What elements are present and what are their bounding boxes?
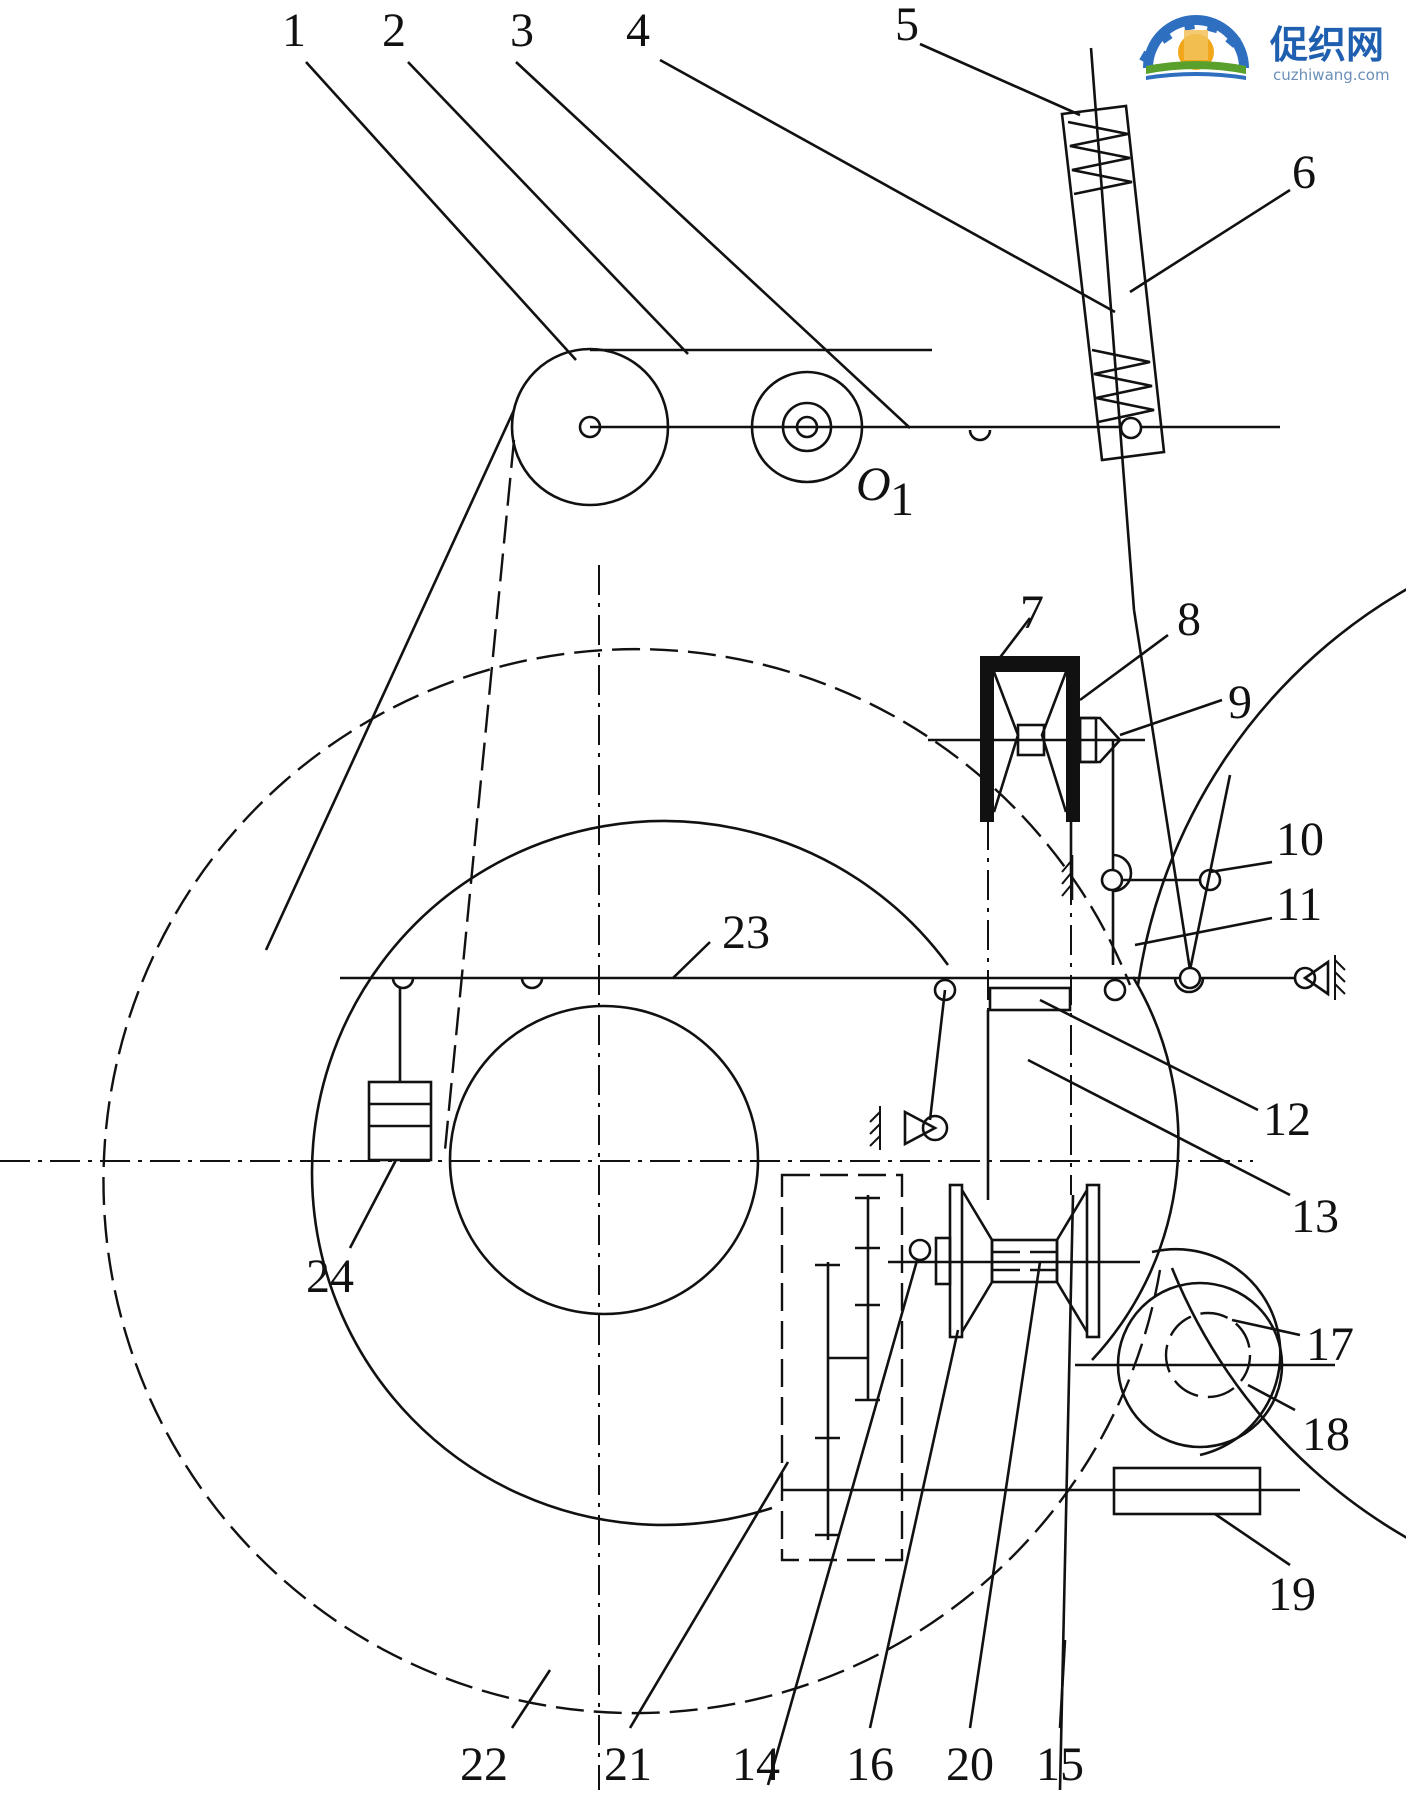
bar-23	[340, 955, 1346, 1002]
right-arc-segment	[1091, 976, 1180, 1361]
callout-16: 16	[846, 1738, 894, 1791]
motor-outer	[1151, 1247, 1282, 1457]
motor-base-19	[1112, 1466, 1262, 1516]
callout-15: 15	[1036, 1738, 1084, 1791]
bar-notch-3	[1173, 977, 1205, 994]
gear-ticks	[815, 1196, 880, 1537]
motor-assembly	[1075, 1247, 1335, 1516]
ground-hatch-marks	[1061, 859, 1073, 897]
lever-10-fixed-pivot	[1100, 868, 1124, 892]
top-pulley-group	[264, 347, 1280, 1151]
spring-rod-axis	[1089, 47, 1136, 611]
pivot-subscript: 1	[890, 473, 914, 526]
pivot-letter: O	[856, 458, 891, 511]
belt-left-solid	[264, 409, 516, 951]
bobbin-cone-right	[1040, 671, 1068, 813]
callout-13: 13	[1291, 1190, 1339, 1243]
lever-14-lower	[766, 1249, 922, 1786]
spring-rod-assembly	[1060, 47, 1192, 971]
callout-18: 18	[1302, 1408, 1350, 1461]
bar-pin-right	[1103, 978, 1127, 1002]
callout-6: 6	[1292, 146, 1316, 199]
callout-2: 2	[382, 4, 406, 57]
spring-rod-pin	[1119, 416, 1143, 440]
callout-17: 17	[1306, 1318, 1354, 1371]
callout-20: 20	[946, 1738, 994, 1791]
callout-11: 11	[1276, 878, 1322, 931]
upper-bobbin	[928, 656, 1145, 1195]
drum-inner-dashed-rim	[102, 647, 1162, 1715]
callout-numbers: 1 2 3 4 5 6 7 8 9 10 11 12 13 14 15 16 1…	[282, 0, 1354, 1791]
gearbox-outline	[780, 1173, 904, 1562]
callout-3: 3	[510, 4, 534, 57]
slide-block	[988, 986, 1072, 1012]
lever-14-upper	[928, 989, 947, 1121]
callout-1: 1	[282, 4, 306, 57]
spring-bottom	[1091, 348, 1155, 424]
bar-end-support	[1302, 959, 1330, 997]
spiral-cam	[310, 819, 950, 1527]
logo-text-cn: 促织网	[1269, 23, 1384, 67]
callout-12: 12	[1263, 1093, 1311, 1146]
lever-11-link	[1188, 774, 1232, 971]
rod-lower	[1132, 609, 1192, 971]
callout-24: 24	[306, 1250, 354, 1303]
logo-text-url: cuzhiwang.com	[1273, 66, 1390, 84]
bar-notch-2	[520, 977, 544, 990]
drum-outer-rim	[1136, 588, 1406, 1539]
belt-left-dashed	[443, 439, 516, 1151]
bobbin-hub	[1078, 716, 1098, 764]
lever-14-pivot	[766, 989, 949, 1786]
callout-23: 23	[722, 906, 770, 959]
lower-bobbin	[888, 1183, 1140, 1791]
beam-notch	[968, 429, 992, 442]
bobbin-top-bar	[980, 656, 1080, 672]
motor-dashed-rotor	[1164, 1311, 1252, 1399]
site-logo: 促织网 cuzhiwang.com	[1139, 15, 1390, 84]
callout-9: 9	[1228, 676, 1252, 729]
slide-block-12	[986, 986, 1072, 1200]
support-pivot-arc	[1112, 853, 1133, 893]
gearbox	[780, 1173, 1300, 1562]
leader-lines	[305, 42, 1301, 1729]
spring-housing	[1060, 104, 1166, 462]
lever-14-pin	[908, 1238, 932, 1262]
callout-14: 14	[732, 1738, 780, 1791]
drum-assembly	[0, 565, 1406, 1790]
spring-top	[1067, 120, 1133, 196]
bar-end-hatch	[1334, 959, 1346, 995]
bar-notch-1	[391, 977, 415, 990]
lever-10-11	[1061, 774, 1232, 971]
callout-4: 4	[626, 4, 650, 57]
callout-22: 22	[460, 1738, 508, 1791]
callout-21: 21	[604, 1738, 652, 1791]
callout-7: 7	[1020, 586, 1044, 639]
callout-19: 19	[1268, 1568, 1316, 1621]
callout-5: 5	[895, 0, 919, 51]
weight-24	[367, 988, 433, 1162]
callout-8: 8	[1177, 593, 1201, 646]
bar-pin-11	[1178, 966, 1202, 990]
pivot-label-o1: O 1	[856, 458, 914, 526]
weight-box	[367, 1080, 433, 1162]
lever-14-hatch	[869, 1111, 881, 1147]
callout-10: 10	[1276, 813, 1324, 866]
lever-14-support	[903, 1109, 938, 1147]
logo-gear-icon	[1139, 15, 1249, 80]
